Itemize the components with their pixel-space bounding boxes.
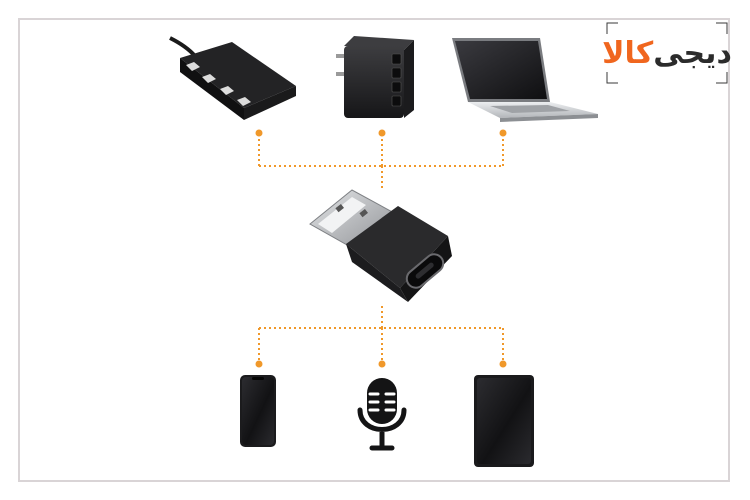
tablet-icon: [474, 375, 534, 467]
illustration-frame: [18, 18, 730, 482]
laptop-icon: [452, 38, 598, 122]
usb-adapter-icon: [309, 189, 452, 302]
brand-logo-text-accent: کالا: [602, 35, 654, 71]
bottom-connector-dots: [255, 360, 507, 368]
bottom-connector-lines: [258, 306, 504, 362]
top-connector-dots: [255, 129, 507, 137]
brand-logo-text-main: دیجی: [653, 35, 733, 71]
wall-charger-icon: [336, 36, 414, 118]
microphone-icon: [357, 378, 407, 451]
smartphone-icon: [240, 375, 276, 447]
top-connector-lines: [258, 134, 504, 190]
usb-hub-icon: [169, 36, 296, 120]
